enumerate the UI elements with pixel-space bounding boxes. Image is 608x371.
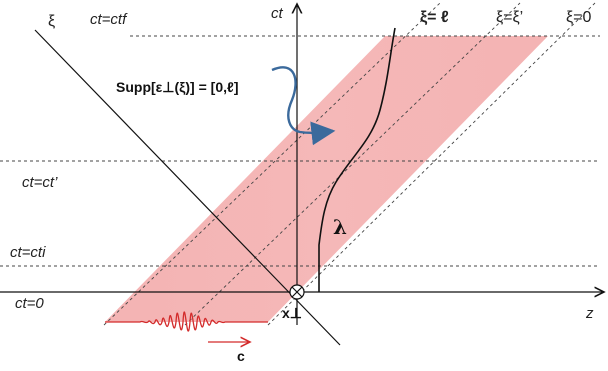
lambda-worldline [318,27,396,292]
ct-prime-label: ct=ct’ [22,174,58,191]
ct-i-label: ct=cti [10,244,46,261]
ct-f-label: ct=ctf [90,11,128,28]
xi-zero-line [267,2,596,326]
z-axis-label: z [585,305,594,322]
c-label: c [237,348,245,364]
xi-prime-label: ξ=ξ’ [496,9,523,26]
lambda-label: λ [333,215,347,239]
xi-ell-label: ξ= ℓ [420,9,449,26]
support-arrow [271,66,336,146]
xi-axis-label: ξ [48,13,55,30]
support-band [105,36,548,322]
ct-axis-label: ct [271,5,284,22]
ct-0-label: ct=0 [15,295,44,312]
laser-pulse [105,311,268,332]
support-label: Supp[ε⊥(ξ)] = [0,ℓ] [116,79,239,95]
xi-zero-label: ξ=0 [566,9,592,26]
xperp-label: x⊥ [282,305,302,321]
xperp-symbol [289,284,305,300]
